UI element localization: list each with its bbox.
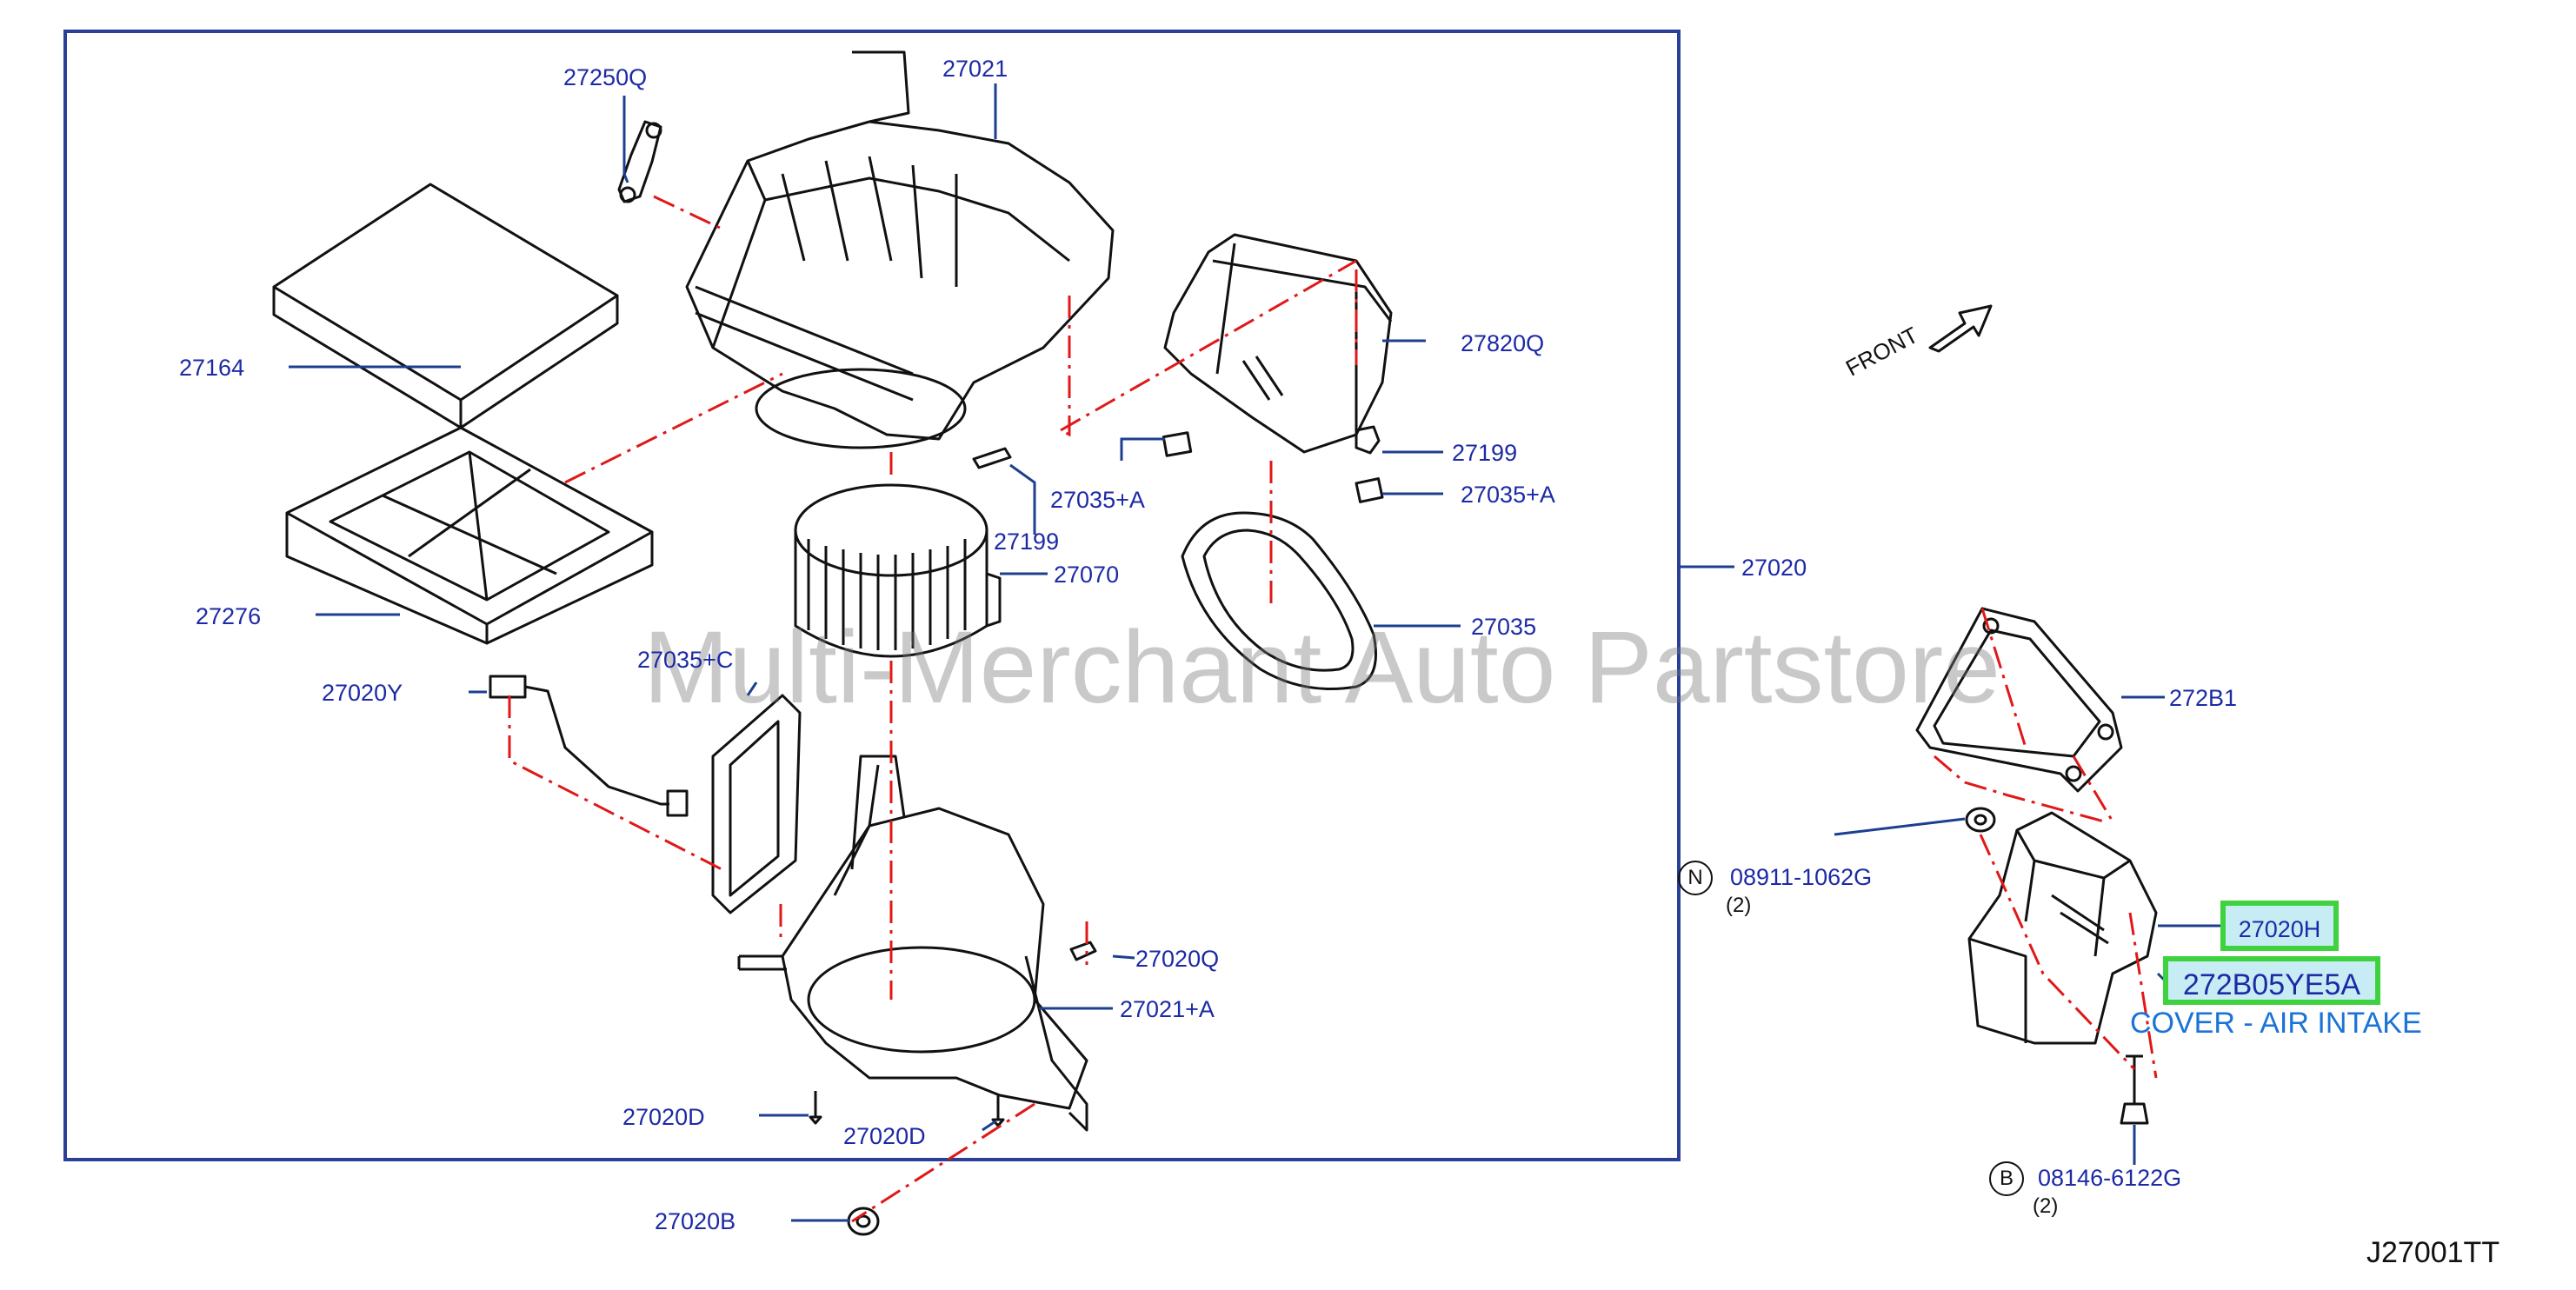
label-27020D-left[interactable]: 27020D: [622, 1104, 705, 1130]
front-arrow-icon: [1928, 304, 1993, 353]
label-27021[interactable]: 27021: [942, 56, 1008, 82]
highlight-27020H[interactable]: 27020H: [2220, 901, 2339, 951]
clip-27020Q-icon: [1069, 941, 1097, 961]
sensor-27250Q-icon: [617, 120, 662, 203]
air-intake-27020H-icon: [1967, 811, 2158, 1045]
label-27035C[interactable]: 27035+C: [637, 647, 734, 673]
seal-strip-27035C-icon: [711, 694, 802, 914]
tray-27276-icon: [285, 426, 654, 645]
seal-27035-icon: [1181, 511, 1377, 690]
label-27020B[interactable]: 27020B: [655, 1208, 736, 1234]
label-27020[interactable]: 27020: [1741, 555, 1807, 581]
harness-27020Y-icon: [489, 675, 689, 817]
diagram-code: J27001TT: [2366, 1236, 2500, 1269]
clip-27035A-top-icon: [1162, 431, 1193, 457]
clip-27199-mid-icon: [972, 447, 1012, 469]
label-27035[interactable]: 27035: [1471, 614, 1537, 640]
duct-27820Q-icon: [1163, 233, 1393, 454]
label-27020Q[interactable]: 27020Q: [1135, 946, 1220, 972]
part-description: COVER - AIR INTAKE: [2130, 1007, 2422, 1040]
blower-fan-27070-icon: [794, 483, 1002, 658]
nut-symbol: N: [1678, 861, 1713, 895]
label-27020Y[interactable]: 27020Y: [322, 680, 403, 706]
watermark: Multi-Merchant Auto Partstore: [643, 610, 2000, 725]
assembly-frame: [63, 30, 1681, 1161]
clip-27035A-right-icon: [1355, 477, 1384, 503]
label-27035A-top[interactable]: 27035+A: [1050, 487, 1145, 513]
nut-count: (2): [1726, 894, 1752, 917]
label-27021A[interactable]: 27021+A: [1120, 996, 1215, 1022]
label-27820Q[interactable]: 27820Q: [1461, 330, 1545, 356]
label-27199-mid[interactable]: 27199: [994, 529, 1060, 555]
label-27070[interactable]: 27070: [1054, 562, 1120, 588]
bolt-08146-icon: [2120, 1054, 2149, 1125]
label-27020D-right[interactable]: 27020D: [843, 1123, 926, 1149]
bolt-symbol: B: [1989, 1161, 2024, 1196]
label-27164[interactable]: 27164: [179, 355, 245, 381]
nut-08911-icon: [1965, 807, 1996, 833]
label-27250Q[interactable]: 27250Q: [563, 64, 648, 90]
intake-housing-27021-icon: [685, 50, 1115, 449]
highlight-272B05YE5A[interactable]: 272B05YE5A: [2163, 956, 2380, 1005]
filter-27164-icon: [272, 183, 619, 429]
label-27276[interactable]: 27276: [196, 603, 262, 629]
bolt-count: (2): [2033, 1194, 2059, 1218]
screw-27020D-left-icon: [809, 1091, 822, 1125]
cover-272B1-icon: [1915, 607, 2123, 793]
highlight-272B05YE5A-text: 272B05YE5A: [2182, 968, 2361, 1001]
blower-case-27021A-icon: [737, 755, 1088, 1132]
label-08911-1062G[interactable]: 08911-1062G: [1730, 864, 1873, 890]
label-272B1[interactable]: 272B1: [2169, 685, 2238, 711]
label-27035A-right[interactable]: 27035+A: [1461, 482, 1555, 508]
highlight-27020H-text: 27020H: [2238, 916, 2321, 942]
label-08146-6122G[interactable]: 08146-6122G: [2038, 1165, 2182, 1191]
label-27199-right[interactable]: 27199: [1452, 440, 1518, 466]
clip-27199-right-icon: [1355, 425, 1381, 455]
